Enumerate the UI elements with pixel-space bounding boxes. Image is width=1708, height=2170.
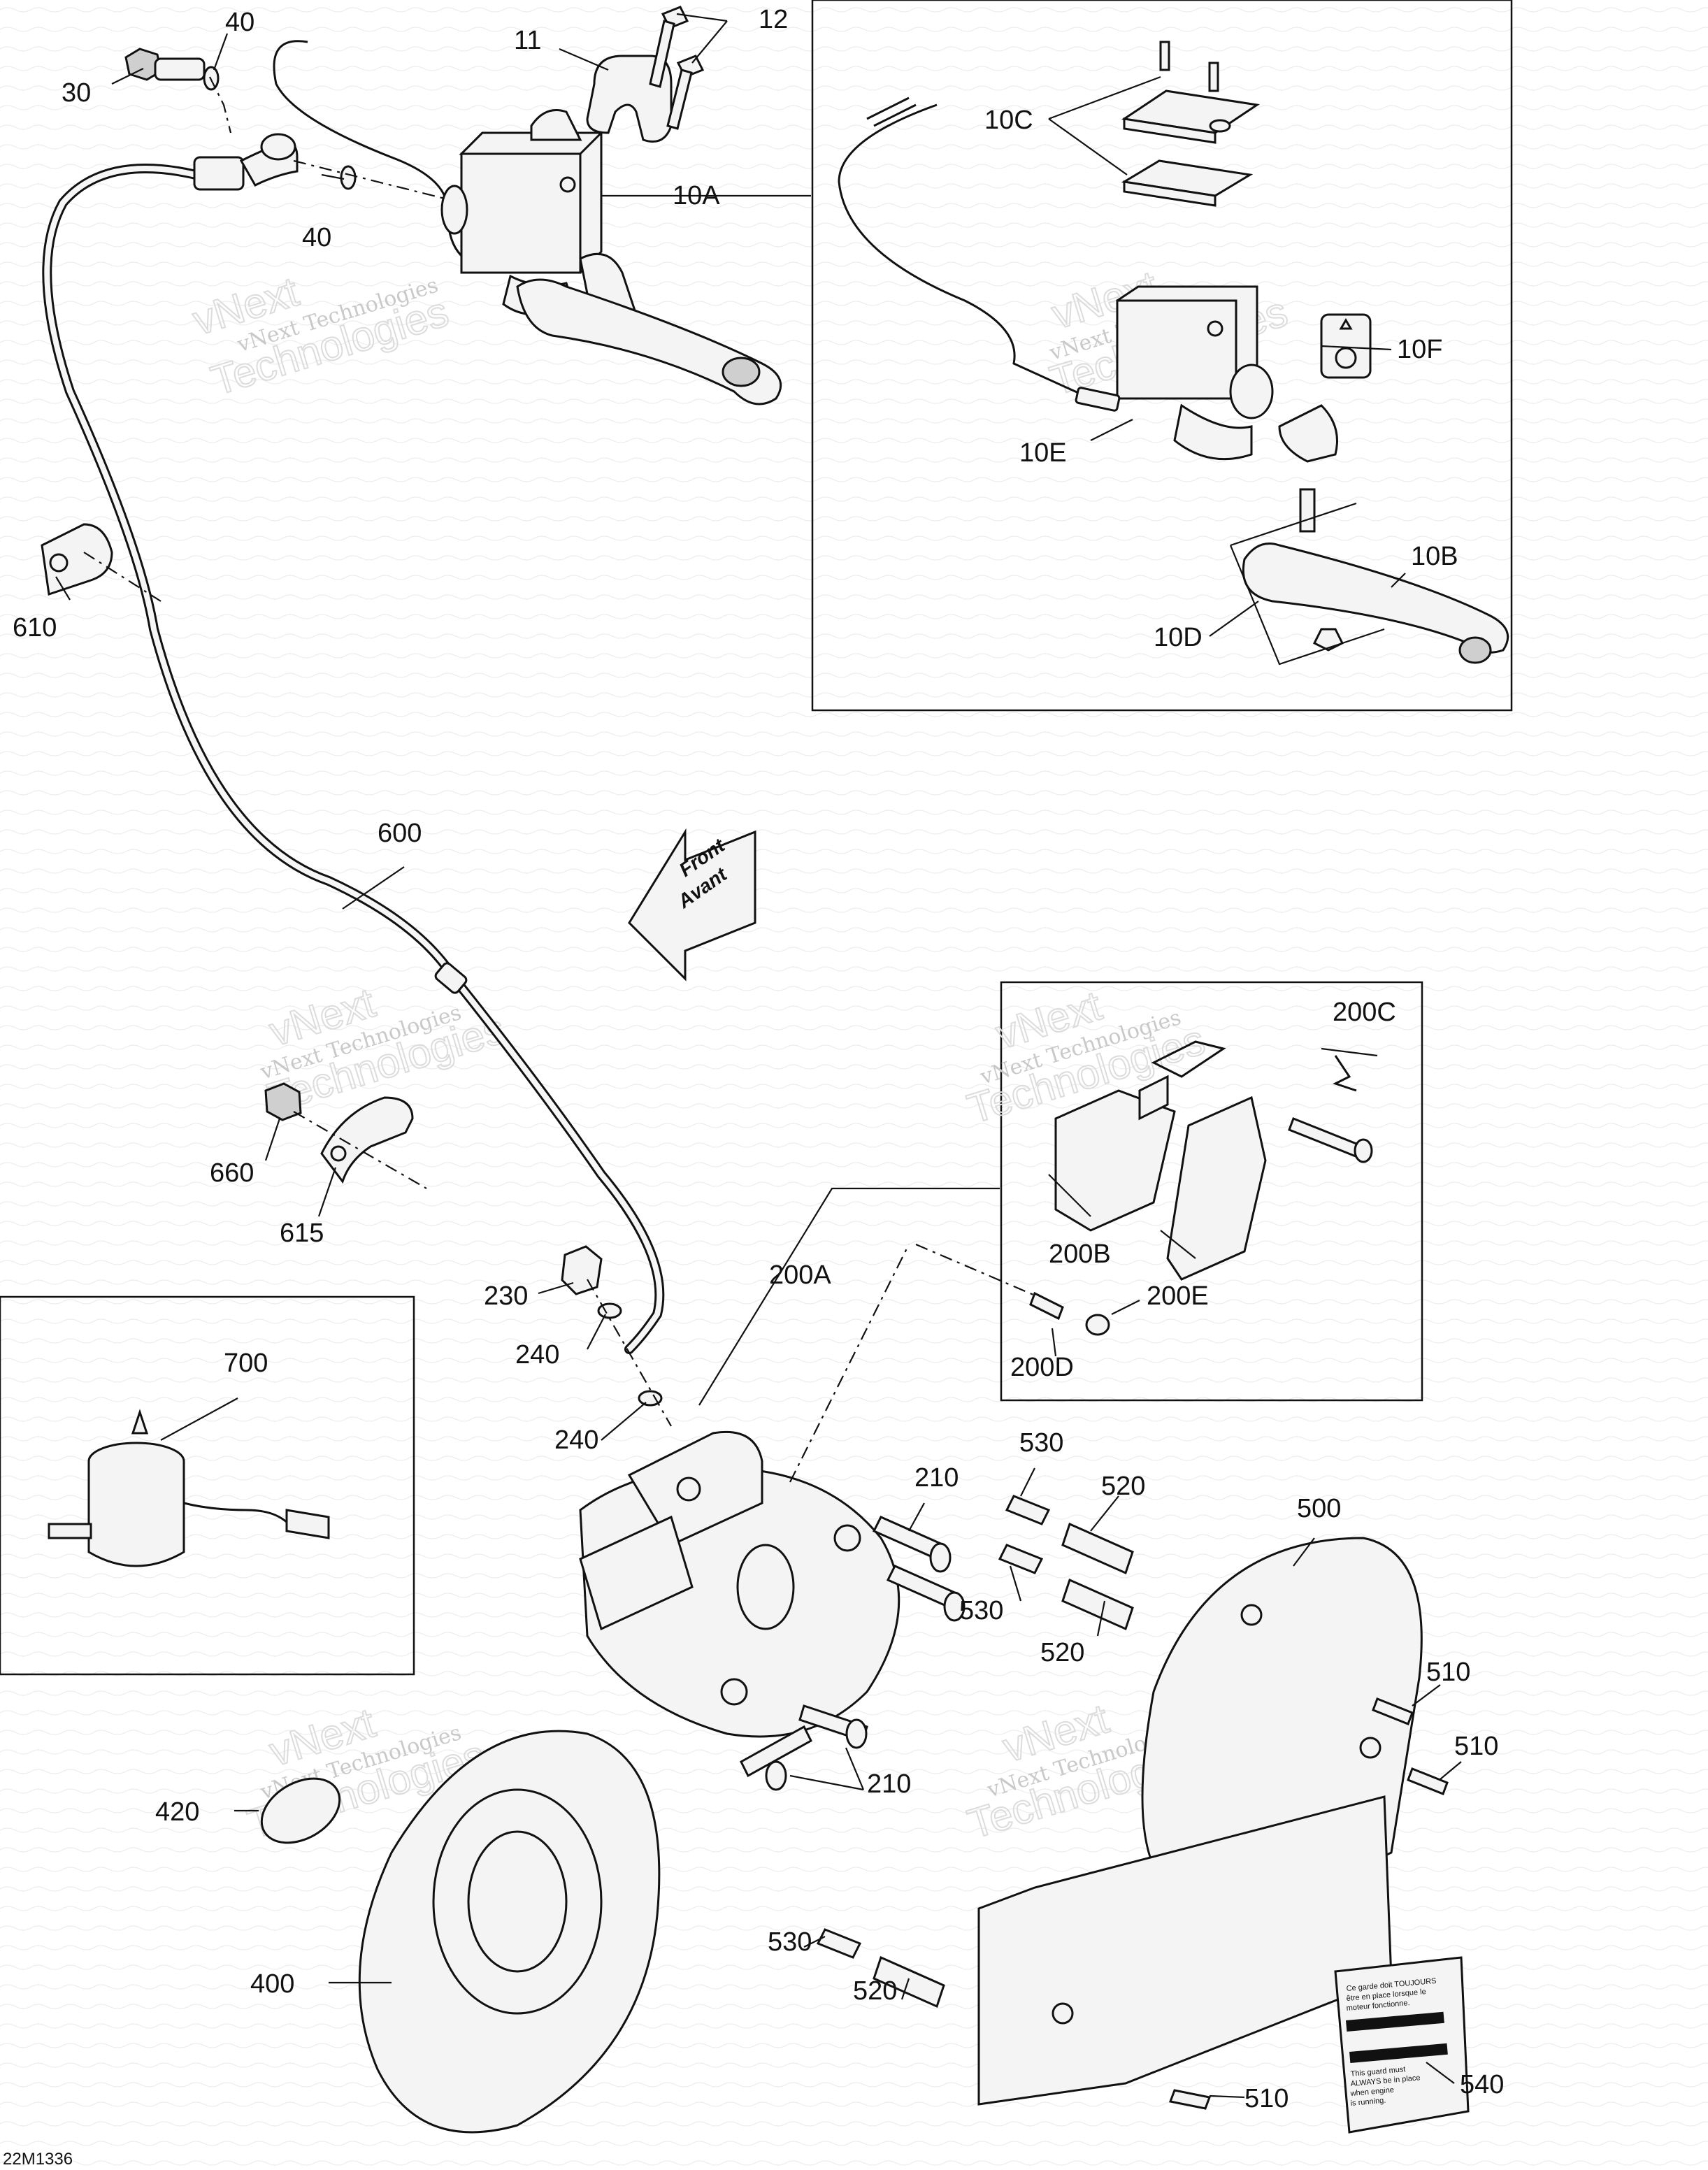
svg-text:is running.: is running.	[1350, 2097, 1386, 2108]
callout-40-upper: 40	[225, 8, 254, 37]
guard-warning-label-540: Ce garde doit TOUJOURS être en place lor…	[1334, 1956, 1470, 2134]
callout-200C: 200C	[1333, 998, 1396, 1027]
callout-400: 400	[250, 1969, 294, 1999]
inset-box-temperature-sensor	[0, 1295, 415, 1676]
nut-660	[264, 1082, 302, 1121]
brake-pads-200B	[1054, 1075, 1267, 1281]
callout-200D: 200D	[1010, 1353, 1074, 1382]
pad-pin	[1288, 1055, 1373, 1163]
callout-12: 12	[759, 5, 788, 34]
callout-660: 660	[210, 1158, 254, 1188]
leader-lines	[55, 13, 1462, 2099]
svg-text:when engine: when engine	[1349, 2086, 1394, 2098]
callout-510-2: 510	[1454, 1732, 1498, 1761]
washer-40-lower	[340, 165, 357, 190]
bleed-screw-230	[561, 1245, 603, 1295]
callout-200A: 200A	[769, 1260, 831, 1290]
caliper-bolts-210	[740, 1516, 966, 1791]
callout-30: 30	[62, 78, 91, 108]
callout-230: 230	[484, 1281, 528, 1311]
axis-610	[83, 552, 162, 602]
o-ring-420	[260, 1777, 341, 1844]
callout-420: 420	[155, 1797, 199, 1827]
callout-10B: 10B	[1411, 542, 1458, 571]
callout-10F: 10F	[1397, 335, 1442, 364]
spacers-520-screws-530	[816, 1495, 1134, 2009]
callout-700: 700	[224, 1349, 268, 1378]
callout-610: 610	[13, 613, 57, 642]
hose-clamp-610	[41, 523, 113, 596]
callout-510-3: 510	[1244, 2084, 1289, 2113]
inset-box-brake-pads-detail	[1000, 981, 1423, 1402]
brake-caliper-200A	[579, 1430, 900, 1738]
callout-210-upper: 210	[914, 1463, 959, 1493]
inset-box-master-cylinder-detail	[811, 0, 1513, 712]
pad-spring-200C	[1151, 1040, 1226, 1078]
washer-240-lower	[638, 1390, 663, 1407]
callout-11: 11	[514, 26, 541, 55]
callout-200B: 200B	[1049, 1240, 1111, 1269]
lever-tip	[722, 357, 761, 387]
callout-530-3: 530	[768, 1927, 812, 1957]
callout-10E: 10E	[1019, 438, 1067, 468]
brake-disc-400	[358, 1730, 661, 2134]
master-cylinder-body-inset	[1116, 285, 1274, 461]
callout-10C: 10C	[984, 106, 1033, 135]
brake-hose-600	[42, 133, 665, 1354]
clamp-615	[320, 1096, 414, 1184]
brake-line-thin	[273, 40, 490, 267]
callout-240-lower: 240	[554, 1425, 598, 1455]
callout-530-2: 530	[959, 1596, 1003, 1625]
callout-40-lower: 40	[302, 223, 331, 252]
reservoir-cap-10C	[1121, 89, 1261, 207]
callout-520-2: 520	[1040, 1638, 1084, 1667]
front-direction-arrow: Front Avant	[628, 828, 756, 982]
axis-230	[587, 1279, 672, 1427]
guard-screws-510	[1168, 1697, 1449, 2110]
callout-510-1: 510	[1426, 1658, 1470, 1687]
callout-530-1: 530	[1019, 1428, 1063, 1458]
clamp-11	[586, 55, 673, 143]
brake-lever-10A	[516, 278, 782, 405]
reservoir-screws	[1159, 41, 1219, 92]
master-cylinder-10A	[440, 109, 638, 331]
temperature-sensor-700	[48, 1409, 330, 1567]
callout-615: 615	[280, 1219, 324, 1248]
screws-12	[649, 6, 705, 130]
callout-540: 540	[1460, 2070, 1504, 2099]
brake-switch-10E	[838, 96, 1121, 412]
lever-pivot-frame	[1229, 502, 1385, 666]
drawing-code: 22M1336	[3, 2150, 73, 2169]
callout-10A: 10A	[673, 181, 720, 210]
callout-210-lower: 210	[867, 1769, 911, 1799]
callout-600: 600	[378, 819, 422, 848]
boot-cone	[1278, 404, 1338, 463]
callout-10D: 10D	[1154, 623, 1203, 652]
callout-200E: 200E	[1147, 1281, 1209, 1311]
bleed-valve-200D	[1029, 1291, 1110, 1336]
callout-520-3: 520	[853, 1976, 897, 2006]
callout-500: 500	[1297, 1494, 1341, 1523]
callouts: 40 30 40 11 12 10A 10C 10F 10E 10B 10D 6…	[13, 5, 1504, 2113]
callout-240-upper: 240	[515, 1340, 559, 1370]
callout-520-1: 520	[1101, 1472, 1145, 1501]
sight-glass-10F	[1320, 313, 1372, 379]
